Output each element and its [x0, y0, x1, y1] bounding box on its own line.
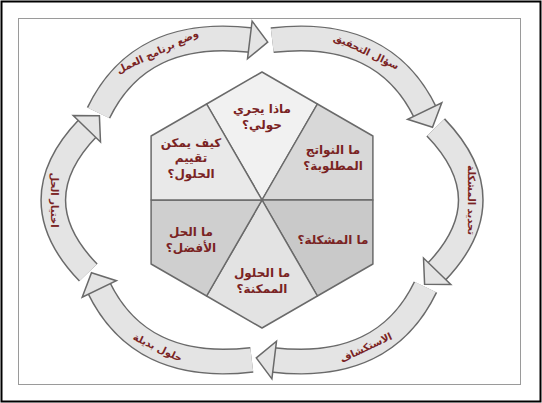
arrow-head	[82, 273, 116, 298]
arrow-head	[248, 21, 268, 59]
cycle-arrows	[53, 21, 470, 379]
inner-frame	[19, 19, 521, 385]
question-text: ما الحل الأفضل؟	[155, 225, 227, 256]
arrow-head	[424, 258, 451, 284]
arrow-head	[256, 341, 276, 379]
arrow-head	[408, 103, 442, 128]
question-text: ما الحلول الممكنة؟	[226, 266, 298, 297]
face-shape	[151, 104, 262, 200]
question-text: كيف يمكن تقييم الحلول؟	[155, 136, 227, 183]
question-text: ما النواتج المطلوبة؟	[297, 143, 369, 174]
arrow-head	[73, 116, 100, 142]
question-face: ما الحل الأفضل؟	[149, 198, 264, 298]
question-face: ما النواتج المطلوبة؟	[260, 102, 375, 202]
question-face: كيف يمكن تقييم الحلول؟	[149, 102, 264, 202]
face-shape	[151, 200, 262, 296]
cycle-step-label: تحديد المشكلة	[465, 165, 477, 235]
question-text: ماذا يجري حولي؟	[226, 102, 298, 133]
question-text: ما المشكلة؟	[297, 233, 369, 249]
arrow-band	[436, 127, 471, 272]
face-shape	[262, 104, 373, 200]
cycle-step-label: اختيار الحل	[47, 172, 59, 227]
arrow-band-outline	[436, 127, 471, 272]
